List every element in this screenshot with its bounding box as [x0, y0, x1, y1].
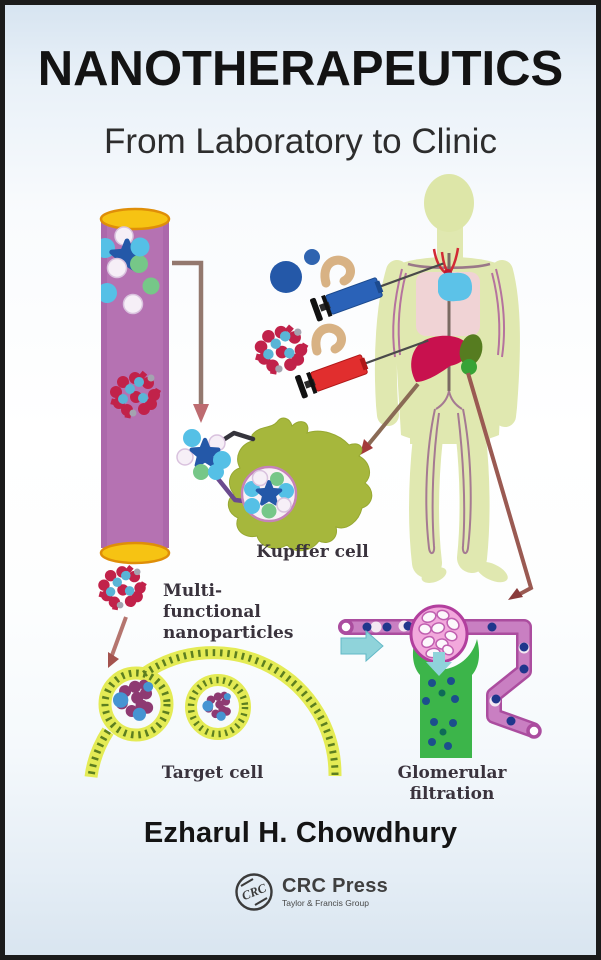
- engulfed-nanoparticle-icon: [176, 429, 231, 480]
- arrow-vial-to-kupffer: [172, 260, 209, 423]
- spiky-nanoparticle-icon: [254, 324, 309, 375]
- human-body-icon: [374, 174, 520, 583]
- sample-vial-icon: [99, 207, 171, 565]
- blood-flow-arrow-icon: [340, 629, 384, 663]
- glomerular-filtration-label: Glomerular filtration: [397, 763, 507, 804]
- crc-press-logo: CRC: [235, 873, 273, 911]
- filtered-particles: [362, 621, 529, 726]
- kidney-icon: [461, 359, 477, 375]
- collecting-duct-icon: [412, 639, 480, 758]
- star-nanoparticle-icon: [101, 226, 150, 279]
- duct-particles: [422, 677, 459, 750]
- dose-circles-icon: [270, 249, 320, 293]
- filtrate-arrow-icon: [426, 652, 452, 676]
- multifunctional-label-line2: nanoparticles: [163, 623, 294, 643]
- kupffer-cell-label: Kupffer cell: [256, 542, 369, 562]
- arrow-body-to-glomerulus: [466, 372, 534, 600]
- book-subtitle: From Laboratory to Clinic: [104, 122, 497, 161]
- kupffer-cell-icon: [176, 417, 373, 552]
- heart-icon: [438, 272, 473, 302]
- publisher-name: CRC Press: [282, 875, 389, 898]
- multifunctional-nanoparticles-label: Multi-functional nanoparticles: [163, 581, 313, 644]
- target-cell-icon: [84, 646, 342, 778]
- glomerular-filtration-icon: [338, 604, 542, 758]
- vacuole-nanoparticle-icon: [244, 469, 294, 519]
- target-cell-label: Target cell: [161, 763, 264, 783]
- cover-illustration: [84, 174, 542, 778]
- spleen-icon: [459, 334, 483, 366]
- sirna-strand-icon: [311, 323, 346, 356]
- arrow-liver-to-kupffer: [360, 382, 420, 455]
- multifunctional-nanoparticle-icon: [98, 564, 147, 611]
- multifunctional-label-line1: Multi-functional: [163, 581, 261, 622]
- endosome-nanoparticle-icon: [202, 691, 231, 721]
- leg-vessels-lines: [425, 390, 472, 554]
- publisher-block: CRC CRC Press Taylor & Francis Group: [233, 871, 388, 913]
- arrow-to-target-cell: [108, 616, 128, 668]
- author-name: Ezharul H. Chowdhury: [143, 817, 458, 849]
- book-title: NANOTHERAPEUTICS: [37, 42, 564, 96]
- blue-syringe-icon: [310, 262, 444, 322]
- sirna-strand-icon: [320, 255, 355, 288]
- liver-icon: [411, 335, 469, 382]
- publisher-tagline: Taylor & Francis Group: [282, 898, 369, 909]
- red-syringe-icon: [295, 339, 429, 399]
